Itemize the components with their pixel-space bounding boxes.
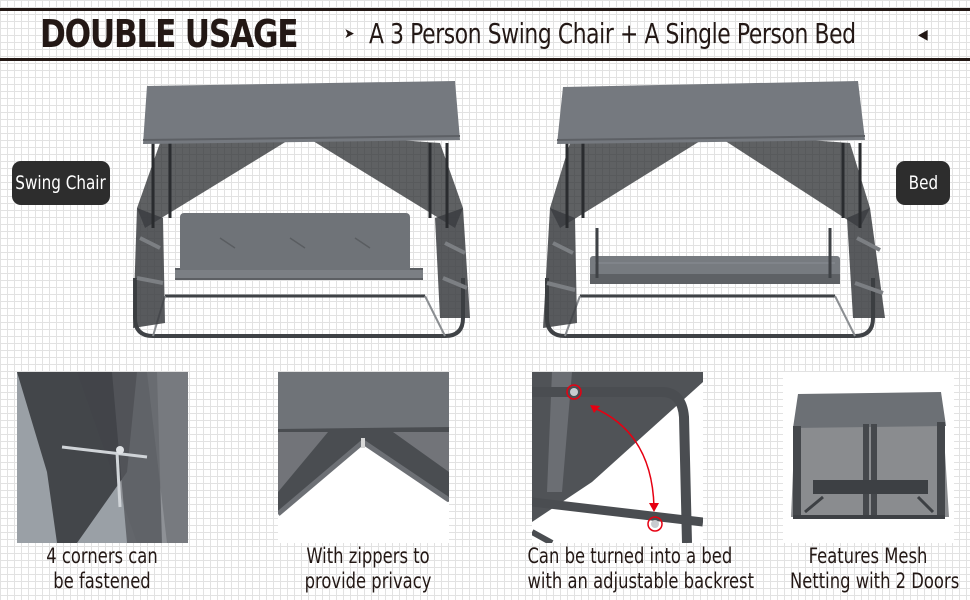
caption-line-1: Features Mesh	[808, 544, 928, 568]
caption-line-2: with an adjustable backrest	[527, 569, 755, 593]
mesh-netting-detail-image	[783, 372, 954, 543]
bed-badge-label: Bed	[908, 172, 938, 194]
bed-badge: Bed	[896, 161, 950, 205]
swing-chair-badge: Swing Chair	[12, 161, 110, 205]
bed-product-image	[535, 78, 890, 343]
subtitle-group: ➤ A 3 Person Swing Chair + A Single Pers…	[344, 14, 884, 54]
adjustable-backrest-detail-image	[532, 372, 703, 543]
caption-line-1: 4 corners can	[46, 544, 158, 568]
corner-fastener-detail-image	[17, 372, 188, 543]
caption-line-2: Netting with 2 Doors	[790, 569, 960, 593]
caption-line-2: provide privacy	[304, 569, 432, 593]
caption-line-2: be fastened	[53, 569, 151, 593]
feature-caption-corners: 4 corners can be fastened	[2, 544, 202, 594]
triangle-left-icon: ◀	[918, 27, 928, 43]
header-top-rule	[0, 8, 970, 11]
page-title: DOUBLE USAGE	[40, 12, 299, 56]
header-bottom-rule	[0, 58, 970, 61]
feature-caption-zippers: With zippers to provide privacy	[268, 544, 468, 594]
triangle-right-icon: ➤	[344, 26, 355, 42]
swing-chair-product-image	[125, 78, 475, 343]
swing-chair-badge-label: Swing Chair	[15, 172, 107, 194]
feature-caption-backrest: Can be turned into a bed with an adjusta…	[500, 544, 755, 594]
feature-caption-mesh: Features Mesh Netting with 2 Doors	[768, 544, 968, 594]
caption-line-1: With zippers to	[306, 544, 430, 568]
zipper-detail-image	[278, 372, 449, 543]
caption-line-1: Can be turned into a bed	[527, 544, 733, 568]
subtitle: A 3 Person Swing Chair + A Single Person…	[368, 17, 856, 50]
